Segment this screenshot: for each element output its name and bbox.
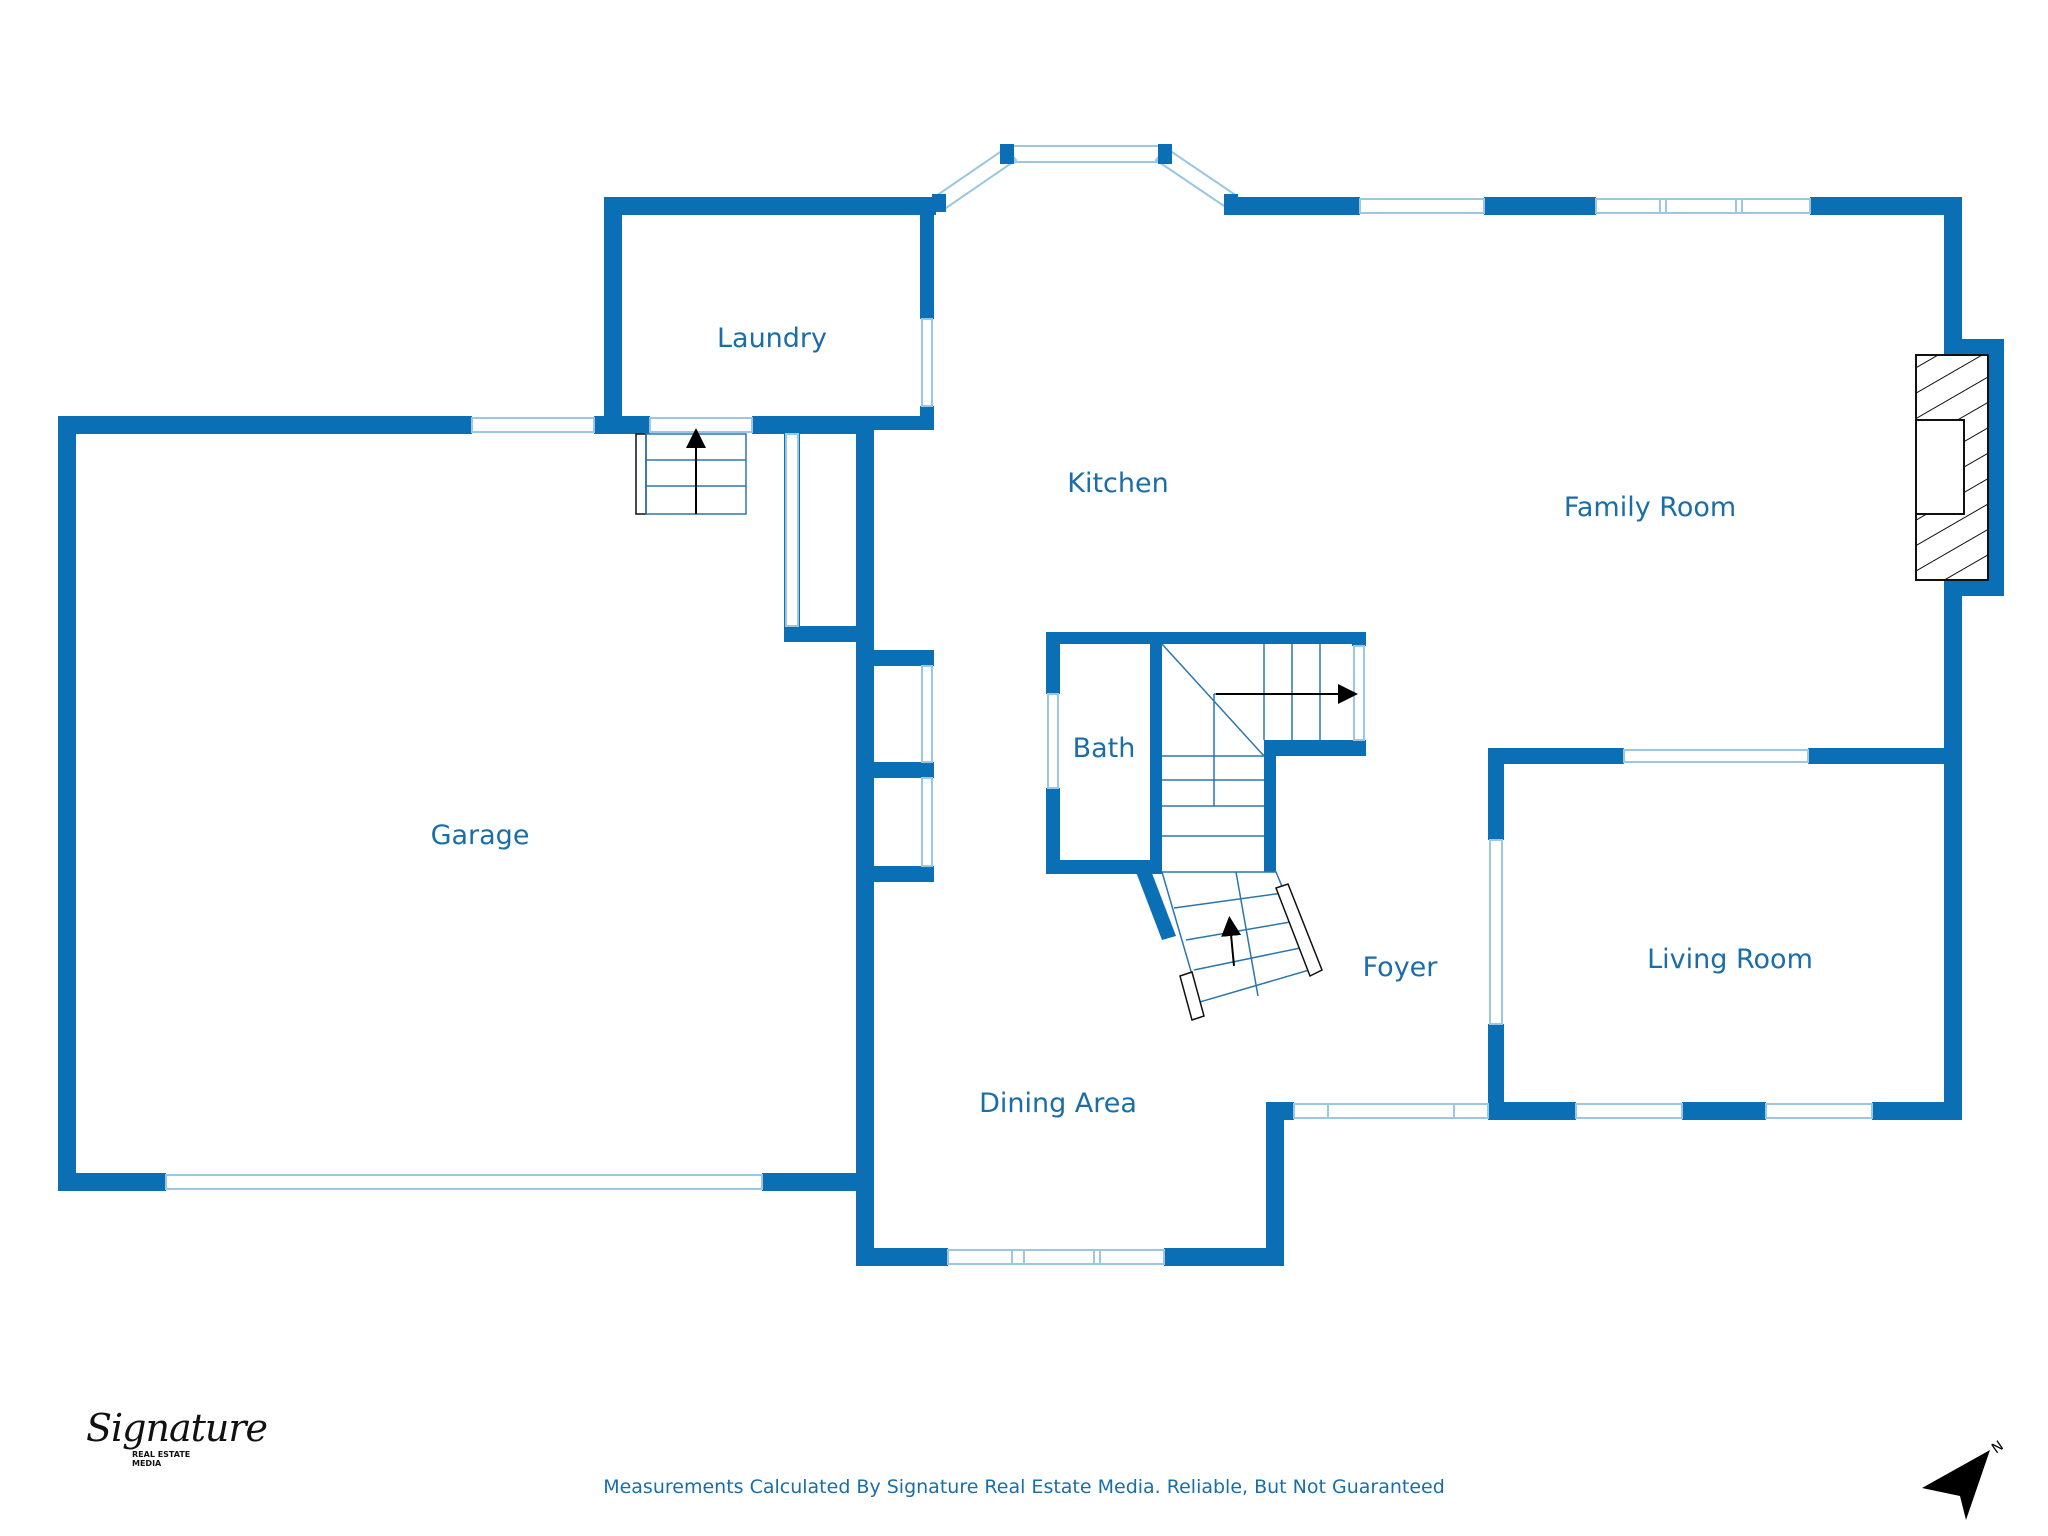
- living-wall-left-top: [1488, 748, 1504, 840]
- bath-wall-right: [1150, 632, 1162, 874]
- main-stair-flight-t2: [1185, 919, 1303, 941]
- family-window-top: [1595, 198, 1811, 214]
- garage-wall-bottom-left: [58, 1173, 166, 1191]
- stair-wall-right: [1352, 632, 1366, 646]
- stair-right-opening: [1353, 645, 1365, 741]
- stair-wall-mid: [1352, 740, 1366, 756]
- room-label-garage: Garage: [431, 820, 530, 851]
- laundry-wall-top: [604, 197, 936, 215]
- dining-nook-bottom: [856, 866, 934, 882]
- living-wall-bottom-c: [1872, 1102, 1962, 1120]
- bay-corner-bottom-left: [932, 194, 946, 212]
- main-stair-flight-t1: [1173, 891, 1291, 909]
- living-wall-bottom-b: [1682, 1102, 1766, 1120]
- living-wall-bottom-a: [1488, 1102, 1576, 1120]
- stair-wall-angled: [1136, 868, 1176, 940]
- garage-wall-left: [58, 416, 76, 1191]
- dining-wall-left: [856, 428, 874, 1266]
- living-window-bottom-2: [1765, 1103, 1873, 1119]
- garage-top-opening: [471, 417, 595, 433]
- dining-nook-right-a: [920, 650, 934, 666]
- laundry-door-opening: [649, 417, 753, 433]
- north-arrow-icon: N: [1922, 1440, 2007, 1520]
- fireplace-firebox: [1915, 419, 1965, 515]
- living-top-opening: [1623, 749, 1809, 763]
- main-stair-rail-right: [1275, 883, 1323, 978]
- laundry-wall-left: [604, 197, 622, 434]
- room-label-laundry: Laundry: [717, 323, 827, 354]
- living-window-bottom-1: [1575, 1103, 1683, 1119]
- garage-stair-rail: [635, 433, 647, 515]
- laundry-right-opening: [921, 318, 933, 407]
- main-stair-flight-mid: [1235, 871, 1259, 997]
- bath-wall-left-top: [1046, 632, 1060, 694]
- laundry-wall-right-top: [920, 197, 934, 319]
- living-wall-top-left: [1488, 748, 1624, 764]
- bath-wall-top: [1046, 632, 1366, 644]
- dining-bump-right: [1266, 1102, 1284, 1266]
- north-arrow-shape: [1922, 1450, 1990, 1520]
- living-left-opening: [1489, 839, 1503, 1025]
- bay-frame: [932, 144, 1238, 212]
- room-label-foyer: Foyer: [1363, 952, 1439, 983]
- logo-script: Signature: [86, 1406, 268, 1450]
- measurements-caption: Measurements Calculated By Signature Rea…: [603, 1476, 1445, 1498]
- fireplace-icon: [1915, 354, 1989, 581]
- family-wall-right-top: [1944, 197, 1962, 341]
- stair-wall-lower: [1264, 740, 1366, 756]
- bay-corner-left: [1000, 144, 1014, 164]
- family-wall-right-bottom: [1944, 580, 1962, 1120]
- fireplace-bump-right: [1988, 339, 2004, 596]
- dining-window-bottom: [947, 1249, 1165, 1265]
- garage-closet-opening: [785, 433, 799, 627]
- stairs-main: [1160, 643, 1358, 1021]
- dining-wall-bottom-left: [856, 1248, 948, 1266]
- garage-wall-top-left: [58, 416, 472, 434]
- main-stair-diag: [1161, 643, 1265, 757]
- signature-logo: Signature REAL ESTATE MEDIA: [72, 1400, 268, 1480]
- dining-nook-opening-1: [921, 665, 933, 763]
- bay-corner-bottom-right: [1224, 194, 1238, 212]
- garage-wall-bottom-right: [762, 1173, 872, 1191]
- laundry-wall-bottom: [752, 416, 934, 430]
- dining-wall-bottom-right: [1164, 1248, 1284, 1266]
- bath-door-opening: [1047, 693, 1059, 789]
- kitchen-top-opening: [1359, 198, 1485, 214]
- living-wall-left-bottom: [1488, 1024, 1504, 1120]
- bay-corner-right: [1158, 144, 1172, 164]
- north-arrow-label: N: [1989, 1440, 2007, 1457]
- stairs-arrow-icon: [1221, 916, 1242, 967]
- family-wall-top-a: [1484, 197, 1596, 215]
- room-label-dining-area: Dining Area: [979, 1088, 1137, 1119]
- room-label-family-room: Family Room: [1564, 492, 1736, 523]
- dining-nook-top: [856, 650, 934, 666]
- bath-wall-bottom: [1046, 860, 1162, 874]
- stairs-garage: [635, 428, 747, 515]
- main-stair-rail-bottom: [1179, 971, 1205, 1021]
- dining-nook-opening-2: [921, 777, 933, 867]
- room-label-bath: Bath: [1073, 733, 1136, 764]
- logo-subtitle: REAL ESTATE MEDIA: [132, 1450, 191, 1468]
- garage-closet-bottom: [784, 626, 872, 642]
- kitchen-wall-top: [1224, 197, 1360, 215]
- living-wall-top-right: [1808, 748, 1962, 764]
- bath-wall-left-bottom: [1046, 788, 1060, 874]
- bay-window-center: [1009, 145, 1163, 163]
- family-wall-top-b: [1810, 197, 1960, 215]
- foyer-window-bottom: [1293, 1103, 1489, 1119]
- garage-door-opening: [165, 1174, 763, 1190]
- stair-wall-inner: [1264, 740, 1276, 872]
- room-label-kitchen: Kitchen: [1067, 468, 1168, 499]
- dining-nook-mid: [856, 762, 934, 778]
- room-label-living-room: Living Room: [1647, 944, 1813, 975]
